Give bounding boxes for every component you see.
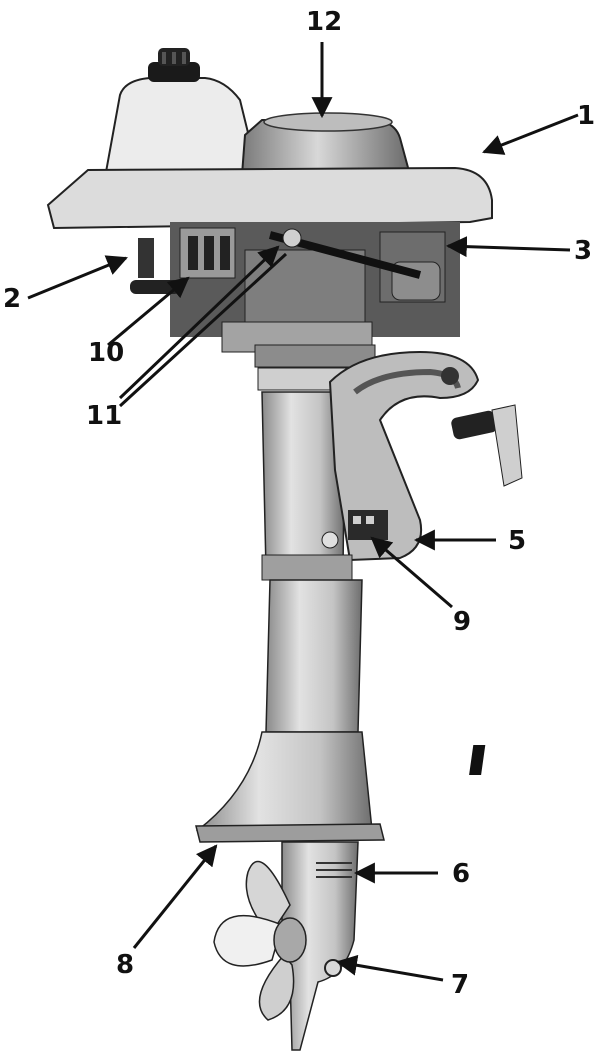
callout-9: 9 [453, 607, 471, 637]
callout-11: 11 [86, 401, 122, 431]
flywheel-cover [240, 112, 412, 176]
motor-shelf [46, 166, 493, 230]
leader-3 [445, 236, 571, 258]
callout-10: 10 [88, 338, 124, 368]
leader-11b [118, 252, 288, 408]
lower-tube [265, 579, 363, 733]
callout-8: 8 [116, 950, 134, 980]
callout-labels: 1 2 3 5 6 7 8 9 10 11 12 [3, 7, 595, 1000]
callout-7: 7 [451, 970, 469, 1000]
lower-unit [195, 731, 373, 831]
callout-3: 3 [574, 236, 592, 266]
swivel-ring [261, 554, 353, 581]
leader-1 [482, 113, 579, 155]
fuel-cap [148, 48, 200, 82]
callout-1: 1 [577, 101, 595, 131]
callout-6: 6 [452, 859, 470, 889]
engine-block [130, 222, 460, 368]
clamp-bracket [321, 350, 523, 562]
leader-7 [335, 954, 444, 982]
leader-10 [107, 276, 190, 347]
cavitation-plate [195, 823, 385, 843]
callout-2: 2 [3, 284, 21, 314]
leader-8 [132, 844, 218, 949]
propeller [213, 860, 307, 1021]
scan-mark [469, 745, 486, 775]
leader-9 [370, 536, 453, 609]
callout-12: 12 [306, 7, 342, 37]
motor-illustration [46, 48, 523, 1051]
leader-11 [118, 245, 280, 400]
callout-5: 5 [508, 526, 526, 556]
callout-arrows [27, 42, 579, 982]
leader-2 [27, 255, 128, 300]
